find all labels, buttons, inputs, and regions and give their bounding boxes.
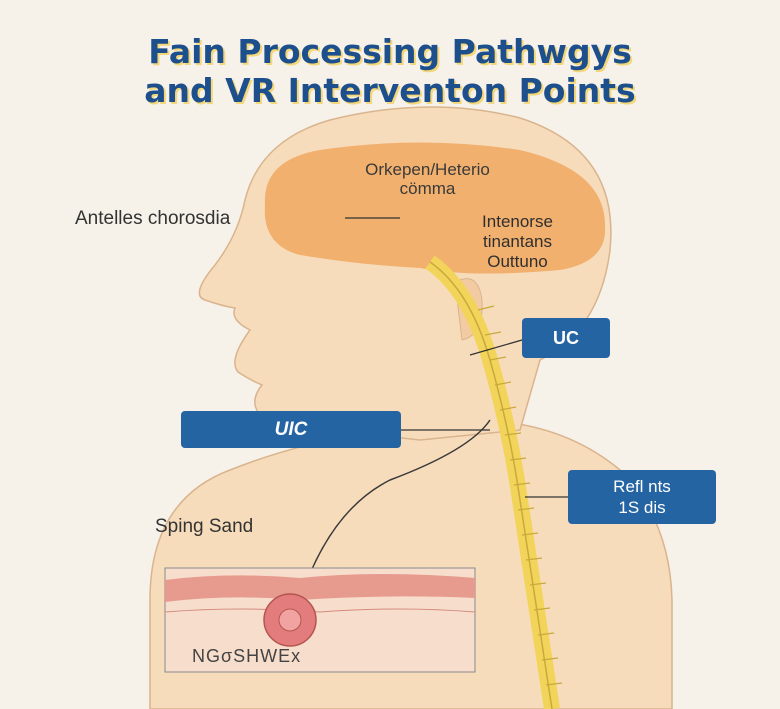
brain-label-side-line1: Intenorse — [440, 212, 595, 232]
brain-label-top-line2: cömma — [300, 179, 555, 198]
reflex-callout-box: Refl nts 1S dis — [568, 470, 716, 524]
uic-callout-box: UIC — [181, 411, 401, 448]
nociceptor-core — [279, 609, 301, 631]
brain-label-side-line2: tinantans — [440, 232, 595, 252]
brain-label-top: Orkepen/Heterio cömma — [300, 160, 555, 198]
left-anatomy-label: Antelles chorosdia — [75, 208, 230, 230]
spinal-label: Sping Sand — [155, 516, 253, 538]
brain-label-side: Intenorse tinantans Outtuno — [440, 212, 595, 272]
title-line-1: Fain Processing Pathwgys — [0, 33, 780, 71]
brain-label-side-line3: Outtuno — [440, 252, 595, 272]
reflex-callout-line1: Refl nts — [613, 476, 671, 497]
title-line-2: and VR Interventon Points — [0, 72, 780, 110]
reflex-callout-line2: 1S dis — [613, 497, 671, 518]
brain-label-top-line1: Orkepen/Heterio — [300, 160, 555, 179]
skin-label: NGσSHWEx — [192, 646, 301, 667]
uc-callout-box: UC — [522, 318, 610, 358]
